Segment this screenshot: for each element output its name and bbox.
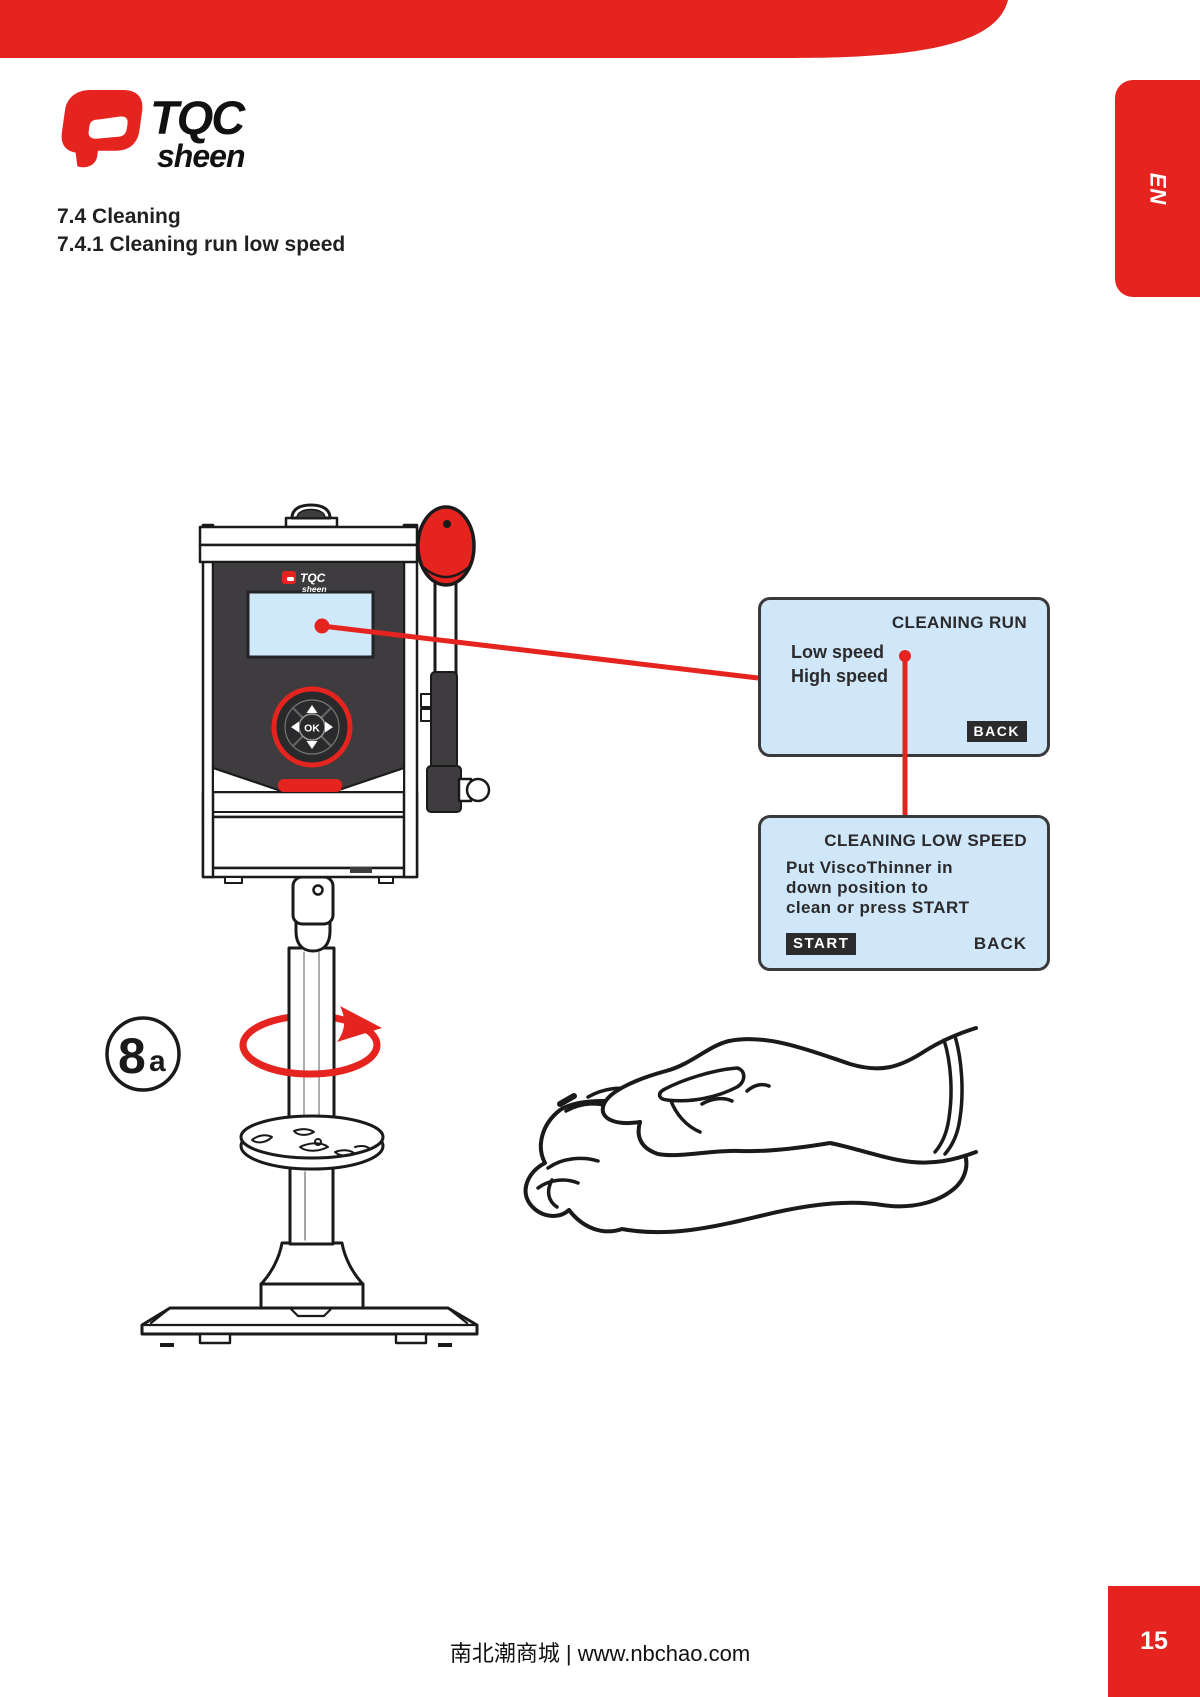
brand-name-bottom: sheen [157,138,245,174]
brand-name-top: TQC [150,91,246,144]
header-banner [0,0,1008,58]
dispersion-disc [239,1114,385,1171]
device-logo-bottom: sheen [302,584,327,594]
hand-detail-lines [669,1034,964,1156]
body-line: down position to [786,878,929,897]
device-screen [246,590,375,659]
footer-text: 南北潮商城 | www.nbchao.com [449,1641,751,1666]
brand-logo: TQC sheen [61,90,248,174]
device-logo: TQC sheen [282,571,327,594]
index-finger [657,1066,746,1103]
hand-illustration [600,1026,978,1165]
shaft-lower [288,1166,335,1246]
back-label: BACK [973,934,1027,953]
lever-knob [416,505,476,587]
dpad-right-icon [325,721,333,733]
menu-option-low-speed: Low speed [791,642,885,662]
page-number: 15 [1140,1627,1168,1655]
head-bracket [201,790,419,884]
page-number-badge: 15 [1108,1586,1200,1697]
back-button: BACK [966,721,1027,742]
language-tab-en: EN [1115,80,1200,297]
head-frame [198,503,419,879]
body-line: clean or press START [786,898,970,917]
subsection-heading: 7.4.1 Cleaning run low speed [57,233,346,256]
step-letter: a [149,1045,166,1078]
rotation-ellipse-front [239,1041,381,1078]
menu-options: Low speed High speed [791,640,888,688]
step-number: 8 [118,1028,146,1084]
shaft-cone [259,1241,365,1310]
banner-shape [0,0,1008,58]
stand-base [140,1306,479,1347]
status-light [278,779,342,792]
rotation-arrowhead-icon [337,1006,382,1042]
lift-lever [416,505,491,813]
dpad-down-icon [306,741,318,749]
menu-option-high-speed: High speed [791,666,889,686]
dpad-up-icon [306,705,318,713]
dpad-left-icon [291,721,299,733]
shaft-chuck [291,875,335,953]
dpad-control: OK [271,686,353,768]
disc-residue-marks [251,1128,371,1157]
body-line: Put ViscoThinner in [786,858,953,877]
device-logo-top: TQC [300,571,326,585]
step-badge: 8 a [105,1016,181,1092]
shaft-upper [287,946,336,1124]
callout-body-text: Put ViscoThinner in down position to cle… [786,858,969,918]
section-headings: 7.4 Cleaning 7.4.1 Cleaning run low spee… [57,203,345,259]
brand-logo-icon [61,90,143,168]
callout-cleaning-low-speed-title: CLEANING LOW SPEED [824,831,1027,850]
start-button: START [786,933,857,955]
ok-button-label: OK [304,723,320,735]
callout-cleaning-low-speed: CLEANING LOW SPEED Put ViscoThinner in d… [758,815,1050,971]
callout-cleaning-run: CLEANING RUN Low speed High speed BACK [758,597,1050,757]
callout-cleaning-run-title: CLEANING RUN [891,613,1027,632]
section-heading: 7.4 Cleaning [57,205,181,228]
